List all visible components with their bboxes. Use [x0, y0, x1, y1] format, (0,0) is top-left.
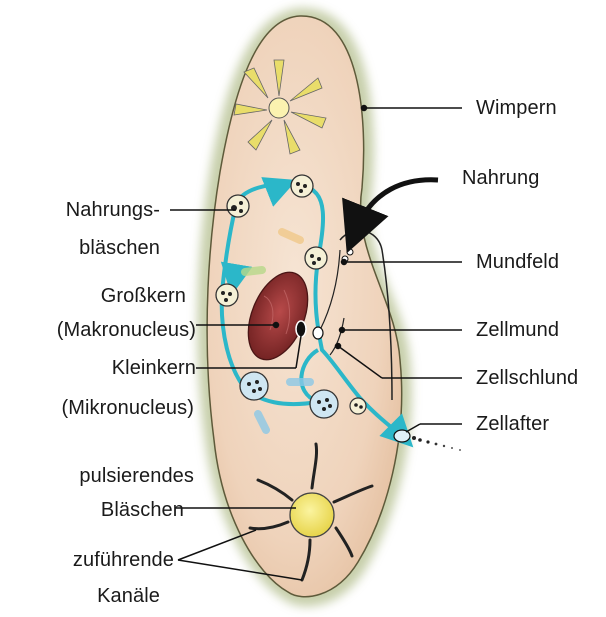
food-vacuole-blue [310, 390, 338, 418]
label-zellafter: Zellafter [476, 412, 549, 436]
label-kanaele-2: Kanäle [97, 584, 160, 608]
label-grosskern-1: Großkern [101, 284, 186, 308]
food-vacuole-small [350, 398, 366, 414]
label-pulsierend-2: Bläschen [101, 498, 184, 522]
food-vacuole [305, 247, 327, 269]
food-vacuole [227, 195, 249, 217]
label-grosskern-2: (Makronucleus) [57, 318, 196, 342]
label-wimpern: Wimpern [476, 96, 557, 120]
label-zellmund: Zellmund [476, 318, 559, 342]
label-kanaele-1: zuführende [73, 548, 174, 572]
label-nahrung: Nahrung [462, 166, 539, 190]
food-vacuole [216, 284, 238, 306]
label-kleinkern-2: (Mikronucleus) [61, 396, 194, 420]
food-vacuole [291, 175, 313, 197]
mouth-vesicle [313, 327, 323, 339]
micronucleus [296, 321, 306, 337]
label-pulsierend-1: pulsierendes [79, 464, 194, 488]
flow-arrow-green [245, 270, 262, 272]
label-mundfeld: Mundfeld [476, 250, 559, 274]
label-kleinkern-1: Kleinkern [112, 356, 196, 380]
label-nahrungsblaeschen-1: Nahrungs- [66, 198, 160, 222]
label-zellschlund: Zellschlund [476, 366, 578, 390]
label-nahrungsblaeschen-2: bläschen [79, 236, 160, 260]
food-vacuole-blue [240, 372, 268, 400]
